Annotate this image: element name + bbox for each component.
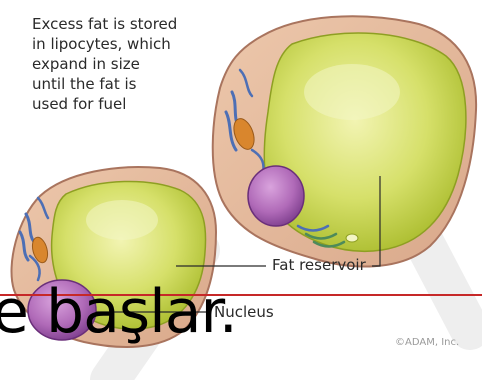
- large-vesicle: [346, 234, 358, 242]
- overlay-slide-text: e başlar.: [0, 276, 237, 348]
- caption-line: Excess fat is stored: [32, 14, 232, 34]
- copyright-notice: ©ADAM, Inc.: [395, 337, 459, 348]
- small-fat-highlight: [86, 200, 158, 240]
- nucleus-label: Nucleus: [214, 303, 274, 321]
- caption-line: used for fuel: [32, 94, 232, 114]
- description-caption: Excess fat is stored in lipocytes, which…: [32, 14, 232, 114]
- large-lipocyte: [213, 16, 476, 266]
- fat-reservoir-label: Fat reservoir: [272, 256, 366, 274]
- caption-line: expand in size: [32, 54, 232, 74]
- large-nucleus: [248, 166, 304, 226]
- caption-line: in lipocytes, which: [32, 34, 232, 54]
- caption-line: until the fat is: [32, 74, 232, 94]
- large-fat-highlight: [304, 64, 400, 120]
